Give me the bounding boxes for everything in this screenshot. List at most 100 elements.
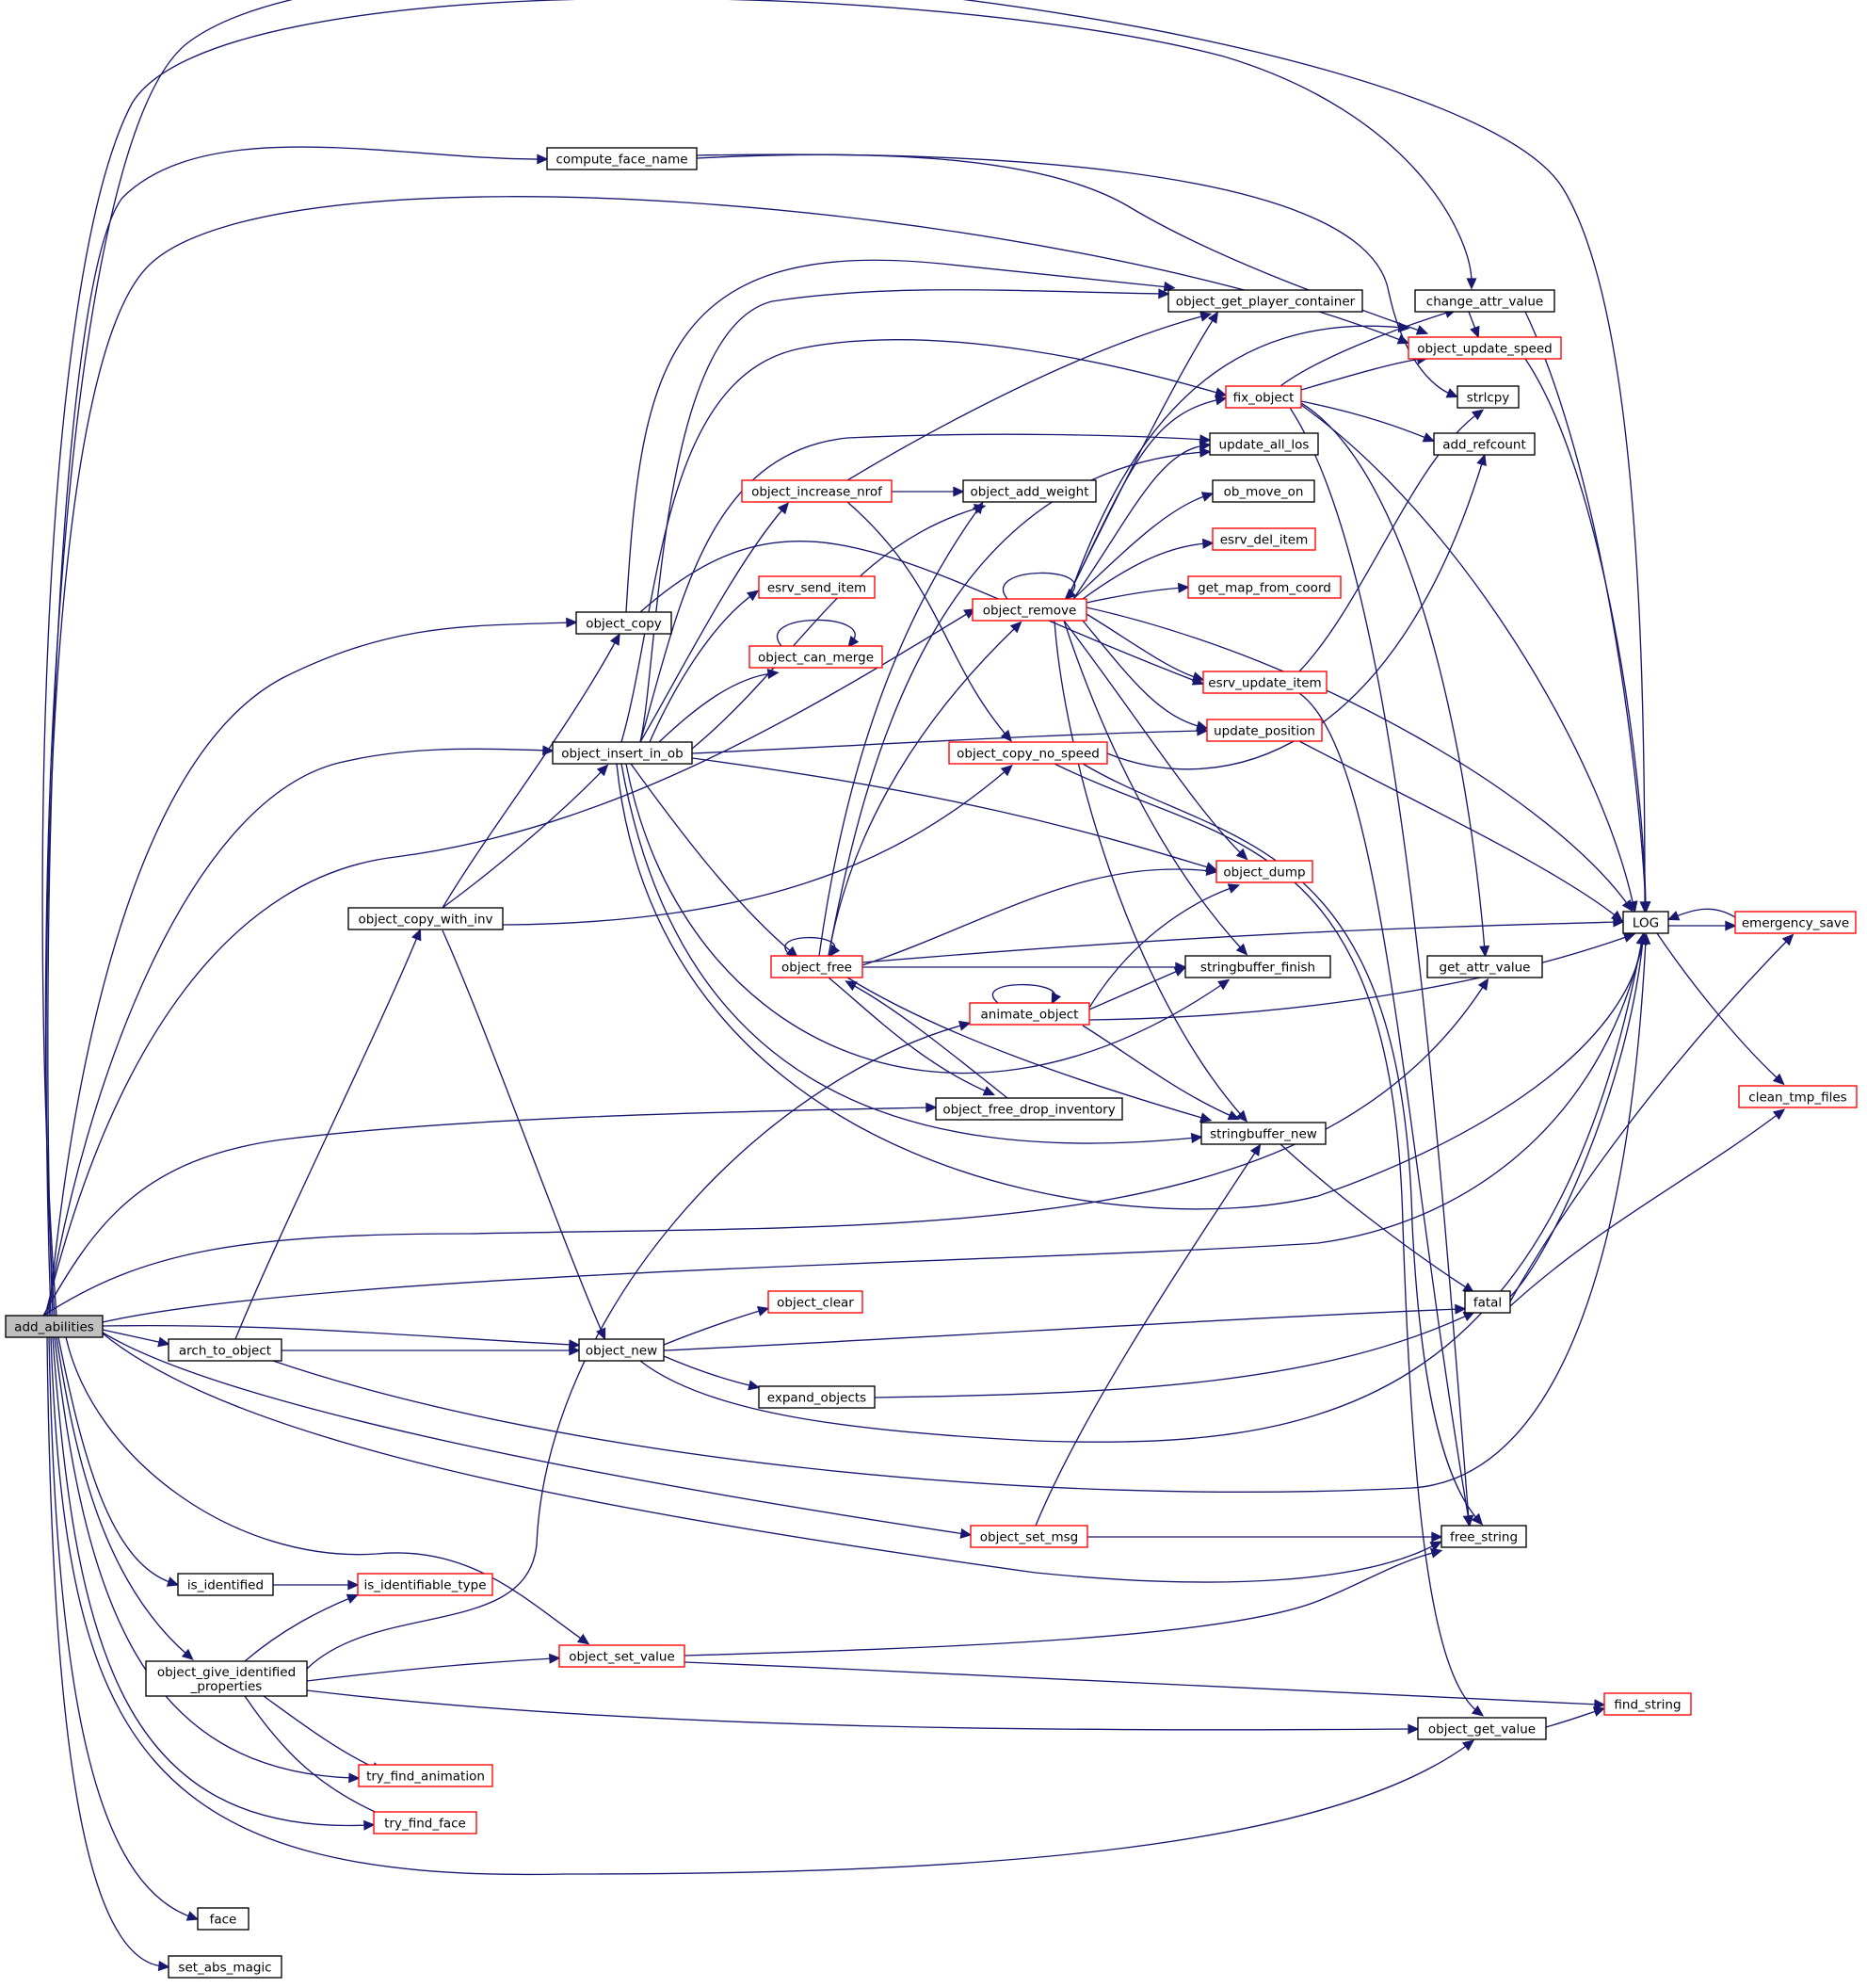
node-add-abilities[interactable]: add_abilities bbox=[5, 1315, 104, 1338]
call-edge-line bbox=[50, 1336, 1470, 1876]
call-edge-object_free-object_free_drop_inventory bbox=[828, 977, 996, 1096]
node-object-free-drop-inventory[interactable]: object_free_drop_inventory bbox=[935, 1097, 1123, 1121]
arrowhead-icon bbox=[766, 669, 780, 680]
call-edge-update_position-LOG bbox=[1298, 740, 1623, 922]
call-edge-object_new-expand_objects bbox=[663, 1355, 761, 1391]
arrowhead-icon bbox=[1479, 945, 1490, 958]
node-label: update_all_los bbox=[1219, 438, 1310, 453]
node-esrv-del-item[interactable]: esrv_del_item bbox=[1212, 527, 1316, 551]
arrowhead-icon bbox=[609, 633, 620, 646]
node-label: object_free bbox=[781, 961, 852, 976]
node-set-abs-magic[interactable]: set_abs_magic bbox=[168, 1955, 282, 1979]
node-object-new[interactable]: object_new bbox=[578, 1338, 665, 1362]
call-edge-object_remove-esrv_update_item bbox=[1086, 613, 1205, 682]
node-object-dump[interactable]: object_dump bbox=[1215, 860, 1313, 883]
node-LOG[interactable]: LOG bbox=[1622, 911, 1669, 934]
node-try-find-animation[interactable]: try_find_animation bbox=[358, 1764, 493, 1787]
node-compute-face-name[interactable]: compute_face_name bbox=[546, 147, 698, 170]
node-get-map-from-coord[interactable]: get_map_from_coord bbox=[1187, 575, 1342, 599]
node-object-update-speed[interactable]: object_update_speed bbox=[1408, 336, 1562, 360]
node-arch-to-object[interactable]: arch_to_object bbox=[168, 1338, 282, 1362]
node-strlcpy[interactable]: strlcpy bbox=[1457, 385, 1520, 409]
node-find-string[interactable]: find_string bbox=[1603, 1692, 1692, 1716]
node-object-copy-no-speed[interactable]: object_copy_no_speed bbox=[948, 741, 1108, 765]
node-object-copy-with-inv[interactable]: object_copy_with_inv bbox=[347, 907, 504, 930]
node-free-string[interactable]: free_string bbox=[1440, 1525, 1527, 1548]
call-edge-object_give_identified_properties-object_set_value bbox=[306, 1653, 561, 1682]
arrowhead-icon bbox=[1173, 966, 1187, 977]
node-box bbox=[948, 741, 1108, 765]
node-change-attr-value[interactable]: change_attr_value bbox=[1414, 289, 1555, 313]
arrowhead-icon bbox=[185, 1911, 200, 1921]
arrowhead-icon bbox=[363, 1819, 376, 1831]
node-box bbox=[373, 1811, 477, 1834]
node-face[interactable]: face bbox=[197, 1907, 249, 1931]
node-emergency-save[interactable]: emergency_save bbox=[1734, 911, 1857, 934]
node-object-set-value[interactable]: object_set_value bbox=[558, 1644, 685, 1668]
arrowhead-icon bbox=[1196, 720, 1209, 732]
node-label: face bbox=[210, 1913, 237, 1928]
call-edge-line bbox=[1063, 620, 1244, 951]
node-esrv-update-item[interactable]: esrv_update_item bbox=[1202, 671, 1328, 694]
node-object-insert-in-ob[interactable]: object_insert_in_ob bbox=[552, 741, 693, 765]
call-edge-add_abilities-try_find_face bbox=[52, 1336, 376, 1831]
node-object-remove[interactable]: object_remove bbox=[972, 598, 1087, 622]
node-label: get_attr_value bbox=[1440, 961, 1531, 976]
node-animate-object[interactable]: animate_object bbox=[969, 1002, 1090, 1026]
call-edge-object_free-object_dump bbox=[861, 865, 1218, 966]
node-label: object_set_value bbox=[569, 1650, 675, 1665]
node-object-increase-nrof[interactable]: object_increase_nrof bbox=[741, 479, 893, 503]
node-update-all-los[interactable]: update_all_los bbox=[1209, 432, 1319, 456]
node-object-free[interactable]: object_free bbox=[770, 955, 863, 978]
node-is-identified[interactable]: is_identified bbox=[177, 1573, 274, 1596]
arrowhead-icon bbox=[972, 501, 984, 515]
call-edge-object_copy_with_inv-object_insert_in_ob bbox=[442, 764, 609, 909]
node-object-get-player-container[interactable]: object_get_player_container bbox=[1167, 289, 1363, 313]
node-label: arch_to_object bbox=[179, 1344, 271, 1359]
call-edge-fatal-emergency_save bbox=[1509, 933, 1795, 1302]
arrowhead-icon bbox=[1594, 1699, 1606, 1710]
node-fatal[interactable]: fatal bbox=[1464, 1290, 1511, 1314]
node-expand-objects[interactable]: expand_objects bbox=[758, 1385, 876, 1409]
node-label: free_string bbox=[1450, 1530, 1518, 1545]
arrowhead-icon bbox=[411, 928, 422, 942]
node-object-add-weight[interactable]: object_add_weight bbox=[962, 479, 1097, 503]
node-object-can-merge[interactable]: object_can_merge bbox=[748, 645, 883, 669]
call-edge-object_insert_in_ob-stringbuffer_finish bbox=[625, 763, 1231, 1075]
call-edge-line bbox=[777, 619, 856, 647]
node-stringbuffer-finish[interactable]: stringbuffer_finish bbox=[1184, 955, 1331, 978]
node-label: esrv_send_item bbox=[767, 581, 866, 596]
arrowhead-icon bbox=[958, 1020, 972, 1031]
node-get-attr-value[interactable]: get_attr_value bbox=[1426, 955, 1543, 978]
arrowhead-icon bbox=[569, 1345, 581, 1356]
node-try-find-face[interactable]: try_find_face bbox=[373, 1811, 477, 1834]
call-edge-line bbox=[45, 196, 1404, 1317]
node-box bbox=[1187, 575, 1342, 599]
node-update-position[interactable]: update_position bbox=[1206, 719, 1323, 742]
node-object-give-identified-properties[interactable]: object_give_identified_properties bbox=[145, 1660, 308, 1697]
call-edge-object_remove-LOG bbox=[1086, 606, 1634, 913]
call-edge-line bbox=[1082, 763, 1479, 1521]
node-fix-object[interactable]: fix_object bbox=[1225, 385, 1302, 409]
call-edge-line bbox=[861, 921, 1618, 963]
node-object-clear[interactable]: object_clear bbox=[767, 1290, 863, 1314]
node-object-set-msg[interactable]: object_set_msg bbox=[970, 1525, 1088, 1548]
node-label: add_abilities bbox=[14, 1320, 94, 1335]
node-stringbuffer-new[interactable]: stringbuffer_new bbox=[1200, 1122, 1327, 1145]
node-is-identifiable-type[interactable]: is_identifiable_type bbox=[357, 1573, 493, 1596]
node-ob-move-on[interactable]: ob_move_on bbox=[1212, 479, 1315, 503]
call-edge-line bbox=[1068, 325, 1404, 600]
call-edge-line bbox=[663, 1308, 1460, 1351]
call-edge-line bbox=[54, 1336, 354, 1779]
node-clean-tmp-files[interactable]: clean_tmp_files bbox=[1738, 1085, 1858, 1108]
node-box bbox=[758, 1385, 876, 1409]
node-object-get-value[interactable]: object_get_value bbox=[1417, 1717, 1547, 1740]
call-edge-line bbox=[639, 433, 1205, 743]
node-esrv-send-item[interactable]: esrv_send_item bbox=[758, 575, 876, 599]
arrowhead-icon bbox=[1214, 387, 1228, 398]
node-label: try_find_animation bbox=[366, 1770, 485, 1785]
node-add-refcount[interactable]: add_refcount bbox=[1433, 432, 1536, 456]
node-object-copy[interactable]: object_copy bbox=[575, 611, 672, 635]
arrowhead-icon bbox=[346, 1593, 360, 1604]
call-edge-line bbox=[1054, 620, 1244, 1118]
